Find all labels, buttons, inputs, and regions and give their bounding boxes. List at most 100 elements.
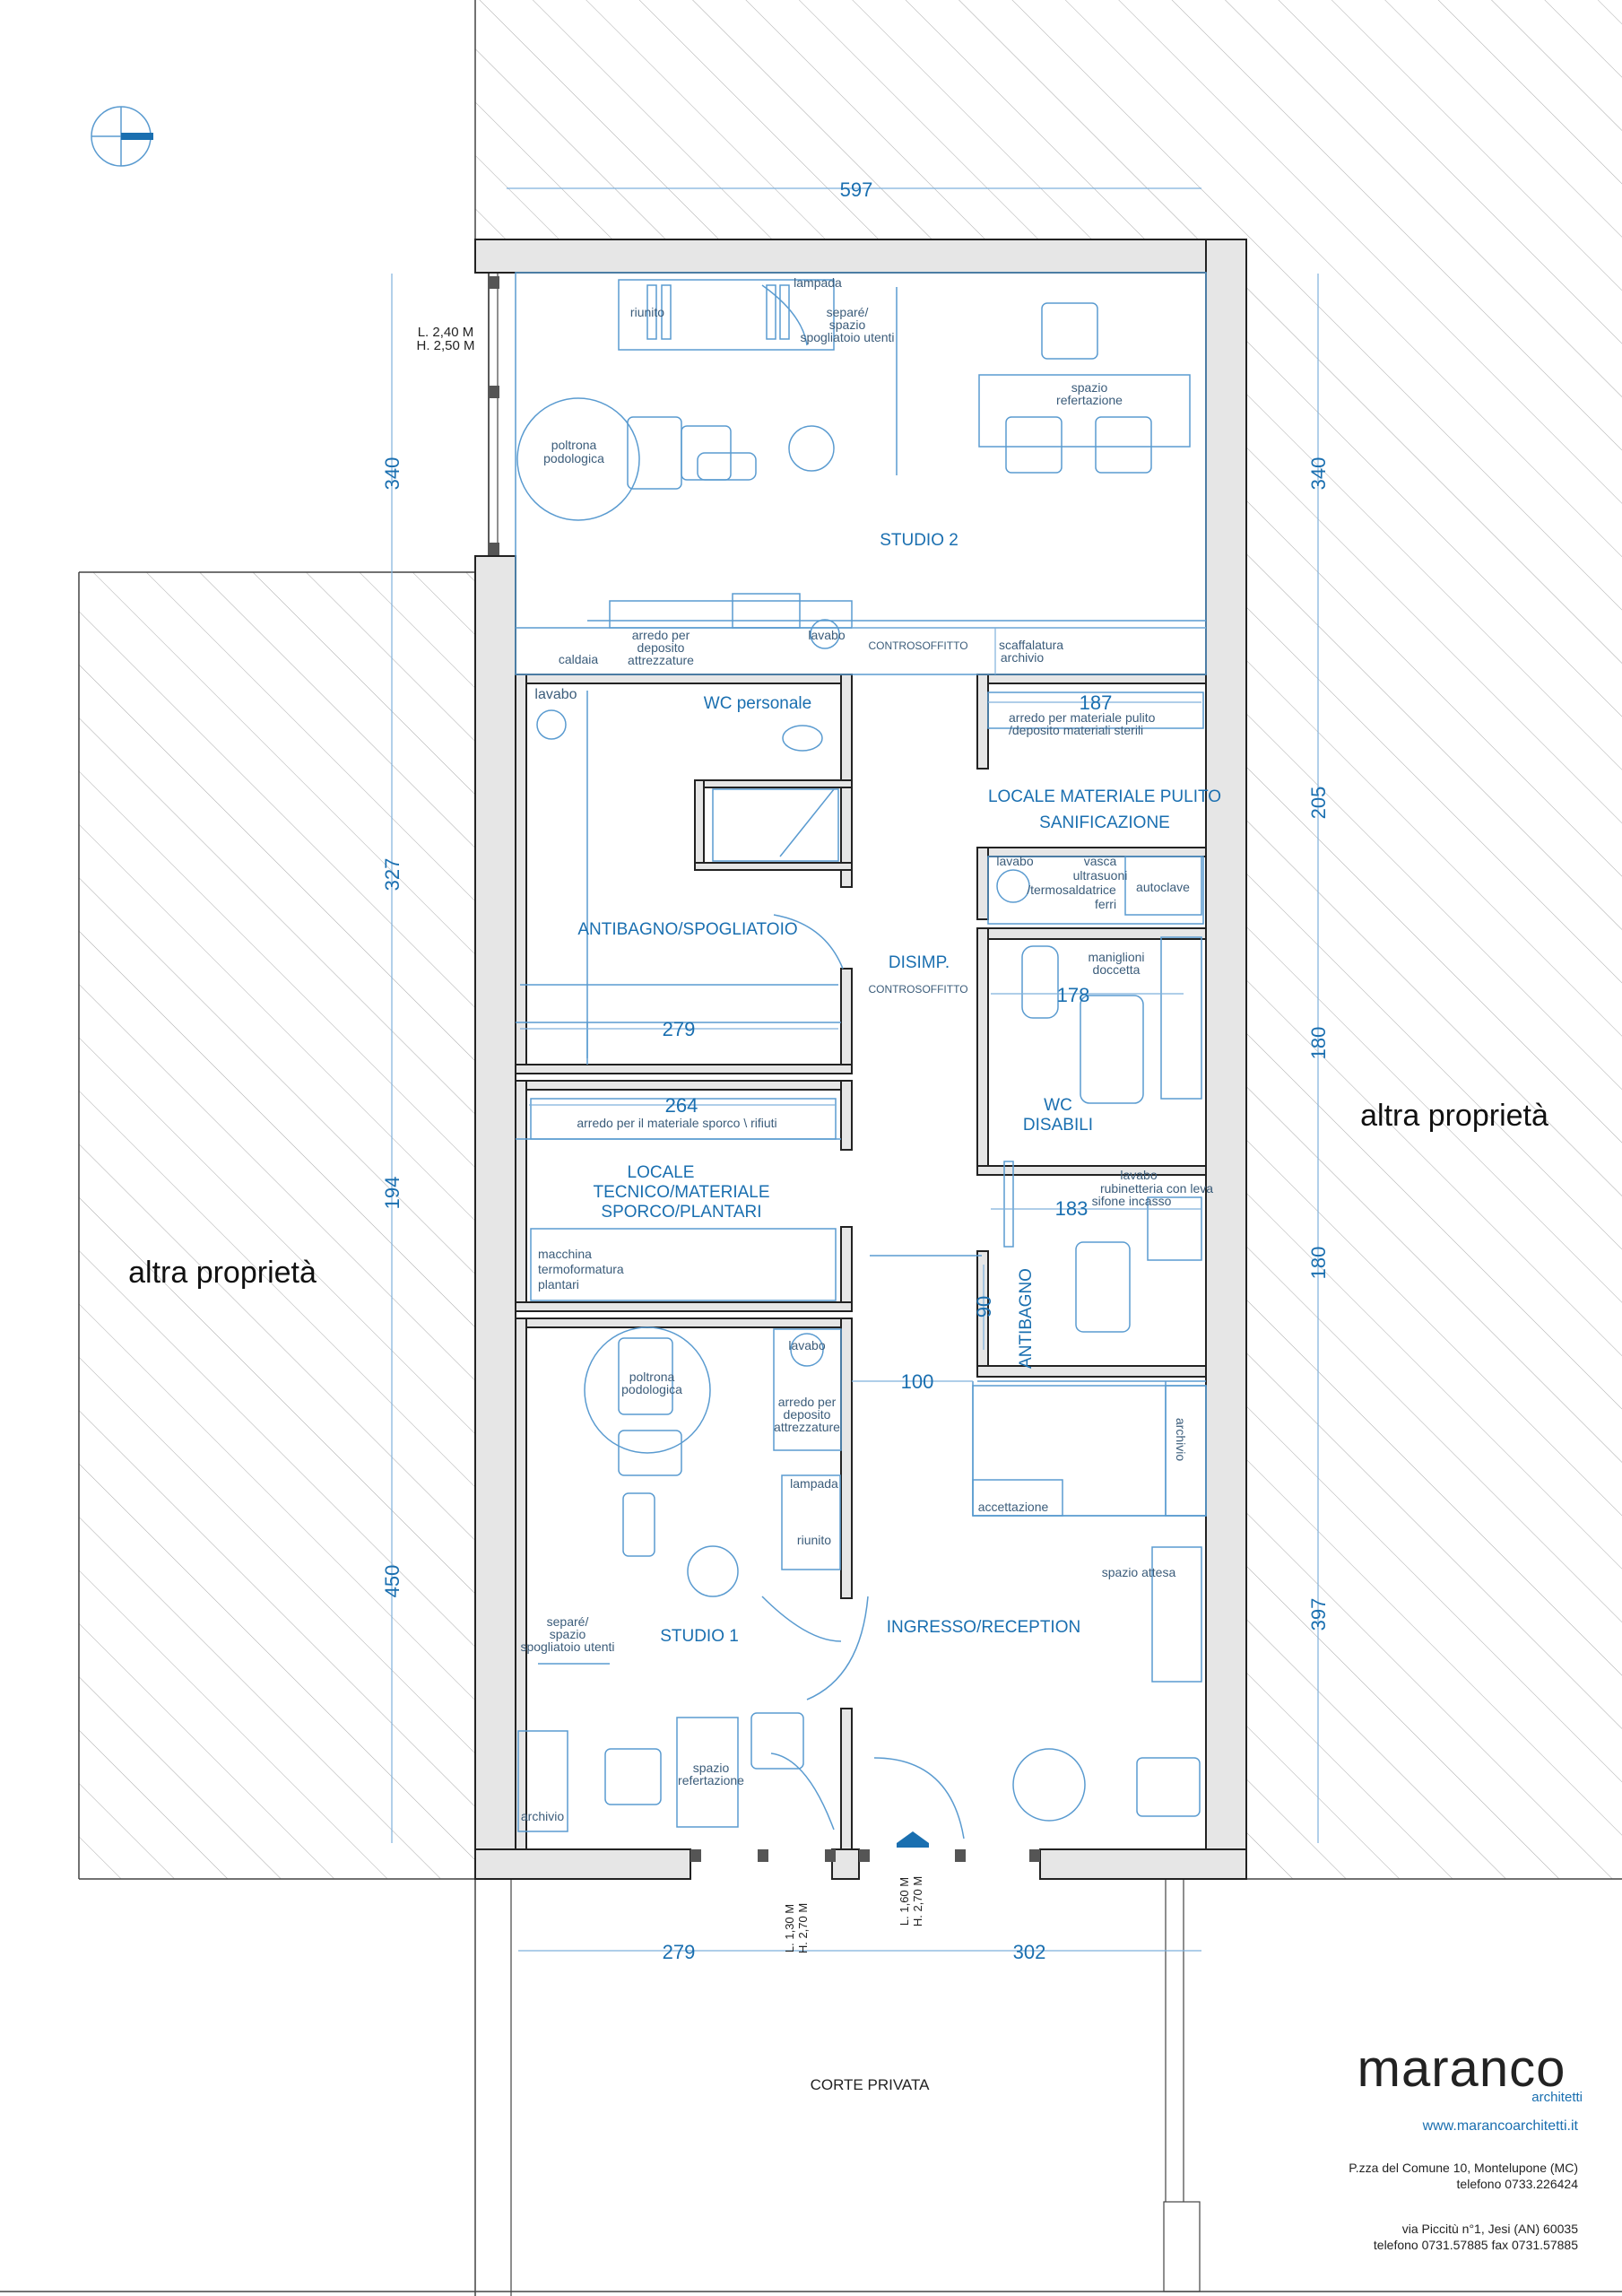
label-controsoffitto-1: CONTROSOFFITTO — [868, 639, 967, 652]
label-spazio-ref-s1-2: refertazione — [678, 1773, 744, 1787]
wall-right — [1205, 239, 1247, 1880]
label-macchina-2: termoformatura — [538, 1262, 624, 1276]
label-riunito-top: riunito — [630, 305, 664, 319]
label-separe-s1-1: separé/ — [547, 1614, 589, 1629]
hatch-left — [79, 572, 475, 1879]
room-studio-1: STUDIO 1 — [660, 1627, 739, 1646]
label-vasca-2: ultrasuoni — [1073, 868, 1128, 883]
brand-sub: architetti — [1531, 2090, 1583, 2105]
address-1: P.zza del Comune 10, Montelupone (MC) te… — [1237, 2160, 1578, 2192]
label-autoclave: autoclave — [1136, 880, 1190, 894]
label-poltrona-s1-1: poltrona — [629, 1370, 675, 1384]
label-lavabo-wc: lavabo — [534, 687, 577, 702]
label-lavabo-san: lavabo — [996, 854, 1033, 868]
label-macchina-3: plantari — [538, 1277, 579, 1292]
room-locale-tecnico-3: SPORCO/PLANTARI — [601, 1203, 761, 1222]
label-vasca-1: vasca — [1084, 854, 1117, 868]
room-locale-pulito: LOCALE MATERIALE PULITO — [988, 787, 1221, 806]
label-archivio-rec: archivio — [1174, 1418, 1188, 1461]
label-arredo-top-1: arredo per — [632, 628, 690, 642]
address-2-line-1: via Piccitù n°1, Jesi (AN) 60035 — [1401, 2222, 1578, 2236]
label-arredo-top-3: attrezzature — [628, 653, 694, 667]
label-controsoffitto-2: CONTROSOFFITTO — [868, 983, 967, 996]
address-1-line-2: telefono 0733.226424 — [1456, 2177, 1578, 2191]
label-door1-h: H. 2,70 M — [796, 1903, 810, 1953]
label-arredo-s1-3: attrezzature — [774, 1420, 840, 1434]
dim-right-340: 340 — [1307, 457, 1330, 491]
brand-name: maranco — [1357, 2039, 1566, 2098]
wall-bottom-mid — [831, 1848, 860, 1880]
label-window-l: L. 2,40 M — [418, 325, 474, 340]
room-antibagno-spogliatoio: ANTIBAGNO/SPOGLIATOIO — [577, 920, 797, 939]
label-separe-top-3: spogliatoio utenti — [800, 330, 894, 344]
label-macchina-1: macchina — [538, 1247, 592, 1261]
dim-178: 178 — [1057, 984, 1090, 1006]
label-scaffalatura-2: archivio — [1001, 650, 1044, 665]
label-poltrona-s1-2: podologica — [621, 1382, 682, 1396]
room-ingresso: INGRESSO/RECEPTION — [887, 1618, 1080, 1637]
label-vasca-3: /termosaldatrice — [1027, 883, 1116, 897]
label-vasca-4: ferri — [1095, 897, 1116, 911]
altra-proprieta-right: altra proprietà — [1360, 1099, 1548, 1133]
label-accettazione: accettazione — [978, 1500, 1049, 1514]
room-wc-disabili-2: DISABILI — [1023, 1116, 1093, 1135]
dim-100: 100 — [901, 1370, 934, 1393]
label-poltrona-top-2: podologica — [543, 451, 604, 465]
altra-proprieta-left: altra proprietà — [128, 1256, 317, 1290]
room-disimp: DISIMP. — [889, 953, 950, 972]
label-maniglioni-2: doccetta — [1093, 962, 1141, 977]
label-scaffalatura-1: scaffalatura — [999, 638, 1063, 652]
label-separe-top-1: separé/ — [827, 305, 869, 319]
dim-top: 597 — [840, 178, 873, 201]
dim-279: 279 — [663, 1018, 696, 1040]
wall-bottom-left — [474, 1848, 691, 1880]
room-antibagno: ANTIBAGNO — [1017, 1268, 1036, 1369]
room-locale-tecnico-2: TECNICO/MATERIALE — [593, 1183, 769, 1202]
brand-logo: maranco architetti — [1340, 2039, 1583, 2106]
room-locale-tecnico-1: LOCALE — [628, 1163, 695, 1182]
address-1-line-1: P.zza del Comune 10, Montelupone (MC) — [1349, 2161, 1578, 2175]
label-spazio-ref-top-1: spazio — [1071, 380, 1108, 395]
dim-187: 187 — [1080, 691, 1113, 714]
room-wc-personale: WC personale — [704, 694, 811, 713]
dim-bottom-302: 302 — [1013, 1941, 1046, 1963]
label-poltrona-top-1: poltrona — [551, 438, 597, 452]
dim-right-205: 205 — [1307, 787, 1330, 820]
label-arredo-pulito-1: arredo per materiale pulito — [1009, 710, 1156, 725]
label-lavabo-wcd-2: rubinetteria con leva — [1100, 1181, 1213, 1196]
label-spazio-ref-s1-1: spazio — [693, 1761, 730, 1775]
corte-privata: CORTE PRIVATA — [811, 2076, 931, 2093]
label-spazio-attesa: spazio attesa — [1102, 1565, 1176, 1579]
dim-left-340: 340 — [381, 457, 403, 491]
dim-left-450: 450 — [381, 1565, 403, 1598]
dim-bottom-279: 279 — [663, 1941, 696, 1963]
wall-top — [474, 239, 1247, 274]
room-studio-2: STUDIO 2 — [880, 531, 958, 550]
label-arredo-s1-1: arredo per — [778, 1395, 837, 1409]
room-wc-disabili-1: WC — [1044, 1096, 1072, 1115]
label-separe-top-2: spazio — [829, 317, 866, 332]
address-2: via Piccitù n°1, Jesi (AN) 60035 telefon… — [1237, 2221, 1578, 2253]
label-separe-s1-3: spogliatoio utenti — [520, 1639, 614, 1654]
label-lavabo-top: lavabo — [808, 628, 845, 642]
wall-bottom-right — [1039, 1848, 1247, 1880]
label-lampada-s1: lampada — [790, 1476, 838, 1491]
dim-right-397: 397 — [1307, 1598, 1330, 1631]
dim-right-180a: 180 — [1307, 1027, 1330, 1060]
label-spazio-ref-top-2: refertazione — [1056, 393, 1123, 407]
label-maniglioni-1: maniglioni — [1088, 950, 1144, 964]
hatch-right — [1246, 239, 1622, 1879]
label-riunito-s1: riunito — [797, 1533, 831, 1547]
label-caldaia: caldaia — [559, 652, 599, 666]
dim-left-194: 194 — [381, 1177, 403, 1210]
brand-website[interactable]: www.marancoarchitetti.it — [1422, 2118, 1578, 2134]
dim-right-180b: 180 — [1307, 1247, 1330, 1280]
dim-183: 183 — [1055, 1197, 1089, 1220]
label-window-h: H. 2,50 M — [416, 338, 474, 353]
wall-left — [474, 555, 516, 1880]
dim-90: 90 — [973, 1296, 995, 1318]
label-arredo-s1-2: deposito — [784, 1407, 831, 1422]
dim-left-327: 327 — [381, 858, 403, 891]
label-lampada-top: lampada — [794, 275, 842, 290]
